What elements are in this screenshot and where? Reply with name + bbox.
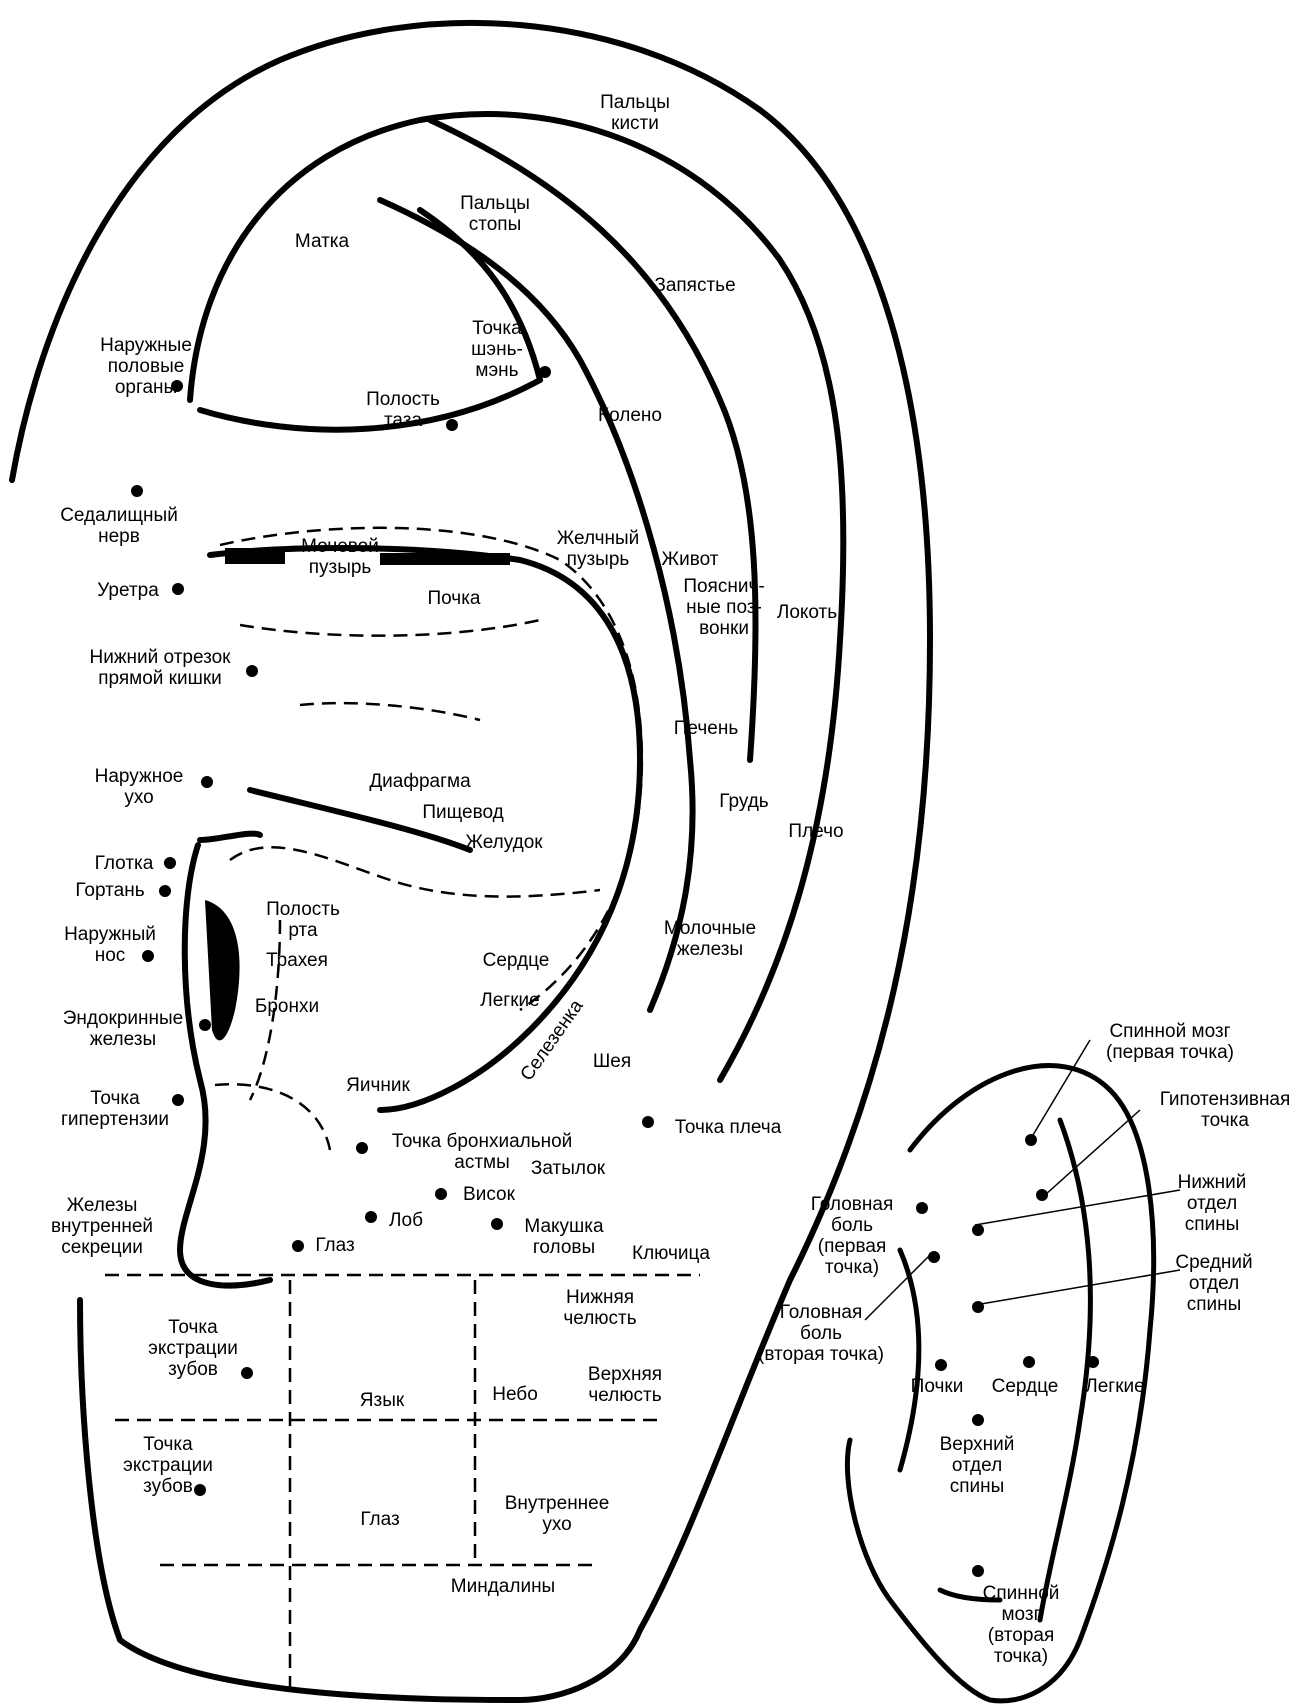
label-lungs: Легкие	[480, 990, 539, 1011]
label-hypertension: Точка гипертензии	[61, 1088, 169, 1130]
label-lower-back: Нижний отдел спины	[1178, 1172, 1247, 1235]
label-lower-jaw: Нижняя челюсть	[563, 1287, 636, 1329]
label-endocrine: Эндокринные железы	[63, 1008, 184, 1050]
label-external-genitals: Наружные половые органы	[100, 335, 192, 398]
concha-rim	[210, 548, 640, 1110]
label-spinal-1: Спинной мозг (первая точка)	[1106, 1021, 1234, 1063]
label-shenmen: Точка шэнь- мэнь	[471, 318, 523, 381]
label-gallbladder: Желчный пузырь	[557, 528, 640, 570]
label-forehead: Лоб	[389, 1210, 423, 1231]
label-liver: Печень	[674, 718, 738, 739]
label-eye-point: Глаз	[315, 1235, 354, 1256]
label-larynx: Гортань	[75, 880, 144, 901]
label-lumbar: Пояснич- ные поз- вонки	[683, 576, 764, 639]
label-upper-back: Верхний отдел спины	[940, 1434, 1015, 1497]
label-tongue: Язык	[360, 1390, 404, 1411]
label-eye: Глаз	[360, 1509, 399, 1530]
label-upper-jaw: Верхняя челюсть	[588, 1364, 662, 1406]
label-temple: Висок	[463, 1184, 515, 1205]
label-nose: Наружный нос	[64, 924, 156, 966]
label-clavicle: Ключица	[632, 1243, 710, 1264]
label-mouth: Полость рта	[266, 899, 340, 941]
label-diaphragm: Диафрагма	[369, 771, 470, 792]
label-uterus: Матка	[295, 231, 349, 252]
label-kidney: Почка	[427, 588, 480, 609]
label-trachea: Трахея	[266, 950, 328, 971]
label-mammary: Молочные железы	[664, 918, 756, 960]
label-hypotensive: Гипотензивная точка	[1160, 1089, 1291, 1131]
label-neck: Шея	[593, 1051, 631, 1072]
label-abdomen: Живот	[662, 549, 719, 570]
label-wrist: Запястье	[654, 275, 735, 296]
label-bronchi: Бронхи	[255, 996, 319, 1017]
label-external-ear: Наружное ухо	[95, 766, 184, 808]
tragus	[200, 834, 260, 840]
intertragic-notch	[205, 900, 240, 1040]
label-headache-2: Головная боль (вторая точка)	[758, 1302, 884, 1365]
label-middle-back: Средний отдел спины	[1175, 1252, 1252, 1315]
label-sciatic: Седалищный нерв	[60, 505, 178, 547]
label-pelvic-cavity: Полость таза	[366, 389, 440, 431]
label-toes: Пальцы стопы	[460, 193, 530, 235]
label-back-heart: Сердце	[992, 1376, 1059, 1397]
label-spinal-2: Спинной мозг (вторая точка)	[983, 1583, 1060, 1667]
label-kidneys: Почки	[911, 1376, 964, 1397]
label-shoulder-point: Точка плеча	[675, 1117, 782, 1138]
label-knee: Колено	[598, 405, 662, 426]
label-pharynx: Глотка	[95, 853, 154, 874]
label-occiput: Затылок	[531, 1158, 605, 1179]
label-crown: Макушка головы	[524, 1216, 603, 1258]
label-shoulder: Плечо	[788, 821, 843, 842]
label-bladder: Мочевой пузырь	[301, 536, 379, 578]
label-headache-1: Головная боль (первая точка)	[811, 1194, 893, 1278]
label-inner-ear: Внутреннее ухо	[505, 1493, 610, 1535]
label-heart: Сердце	[483, 950, 550, 971]
bladder-bar	[225, 548, 285, 564]
label-urethra: Уретра	[97, 580, 159, 601]
label-internal-secretion: Железы внутренней секреции	[51, 1195, 153, 1258]
label-stomach: Желудок	[465, 832, 542, 853]
label-esophagus: Пищевод	[422, 802, 503, 823]
label-tonsils: Миндалины	[451, 1576, 555, 1597]
label-palate: Небо	[492, 1384, 538, 1405]
label-ovary: Яичник	[346, 1075, 410, 1096]
label-elbow: Локоть	[777, 602, 837, 623]
label-fingers-hand: Пальцы кисти	[600, 92, 670, 134]
label-tooth-extraction-1: Точка экстрации зубов	[148, 1317, 238, 1380]
label-back-lungs: Легкие	[1085, 1376, 1144, 1397]
label-chest: Грудь	[719, 791, 768, 812]
label-rectum: Нижний отрезок прямой кишки	[90, 647, 231, 689]
label-tooth-extraction-2: Точка экстрации зубов	[123, 1434, 213, 1497]
